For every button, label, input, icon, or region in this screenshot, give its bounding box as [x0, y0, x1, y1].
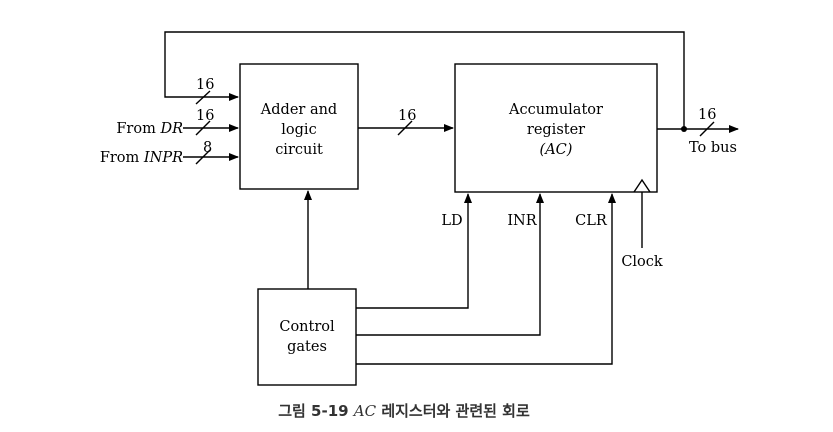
ac-label-line1: Accumulator	[508, 102, 603, 118]
output-width-slash	[699, 121, 715, 137]
to-bus-label: To bus	[689, 140, 737, 156]
adder-label-line1: Adder and	[260, 102, 337, 118]
dr-width-slash	[195, 120, 211, 136]
inpr-width-slash	[195, 149, 211, 165]
control-label-line2: gates	[287, 339, 327, 355]
adder-logic-block	[239, 63, 359, 190]
adder-label-line2: logic	[281, 122, 316, 138]
adder-to-ac-width-label: 16	[398, 108, 416, 124]
ld-wire	[356, 193, 472, 309]
control-label-line1: Control	[279, 319, 335, 335]
accumulator-block	[454, 63, 658, 193]
clock-triangle-icon	[633, 178, 651, 193]
inpr-width-label: 8	[203, 140, 212, 156]
clr-label: CLR	[575, 213, 608, 229]
feedback-width-label: 16	[196, 77, 214, 93]
ac-label-line3: (AC)	[540, 142, 573, 158]
figure-caption: 그림 5-19 AC 레지스터와 관련된 회로	[278, 402, 530, 420]
dr-width-label: 16	[196, 108, 214, 124]
output-width-label: 16	[698, 107, 716, 123]
clock-label: Clock	[621, 254, 663, 270]
ac-label-line2: register	[527, 122, 585, 138]
clr-wire	[356, 193, 616, 365]
feedback-wire	[164, 31, 685, 129]
adder-to-ac-width-slash	[397, 120, 413, 136]
feedback-width-slash	[195, 90, 211, 105]
control-gates-block	[257, 288, 357, 386]
ld-label: LD	[441, 213, 462, 229]
junction-dot	[681, 126, 687, 132]
adder-label-line3: circuit	[275, 142, 323, 158]
from-dr-label: From DR	[116, 121, 183, 137]
inr-label: INR	[507, 213, 537, 229]
inr-wire	[356, 193, 544, 336]
from-inpr-label: From INPR	[100, 150, 183, 166]
